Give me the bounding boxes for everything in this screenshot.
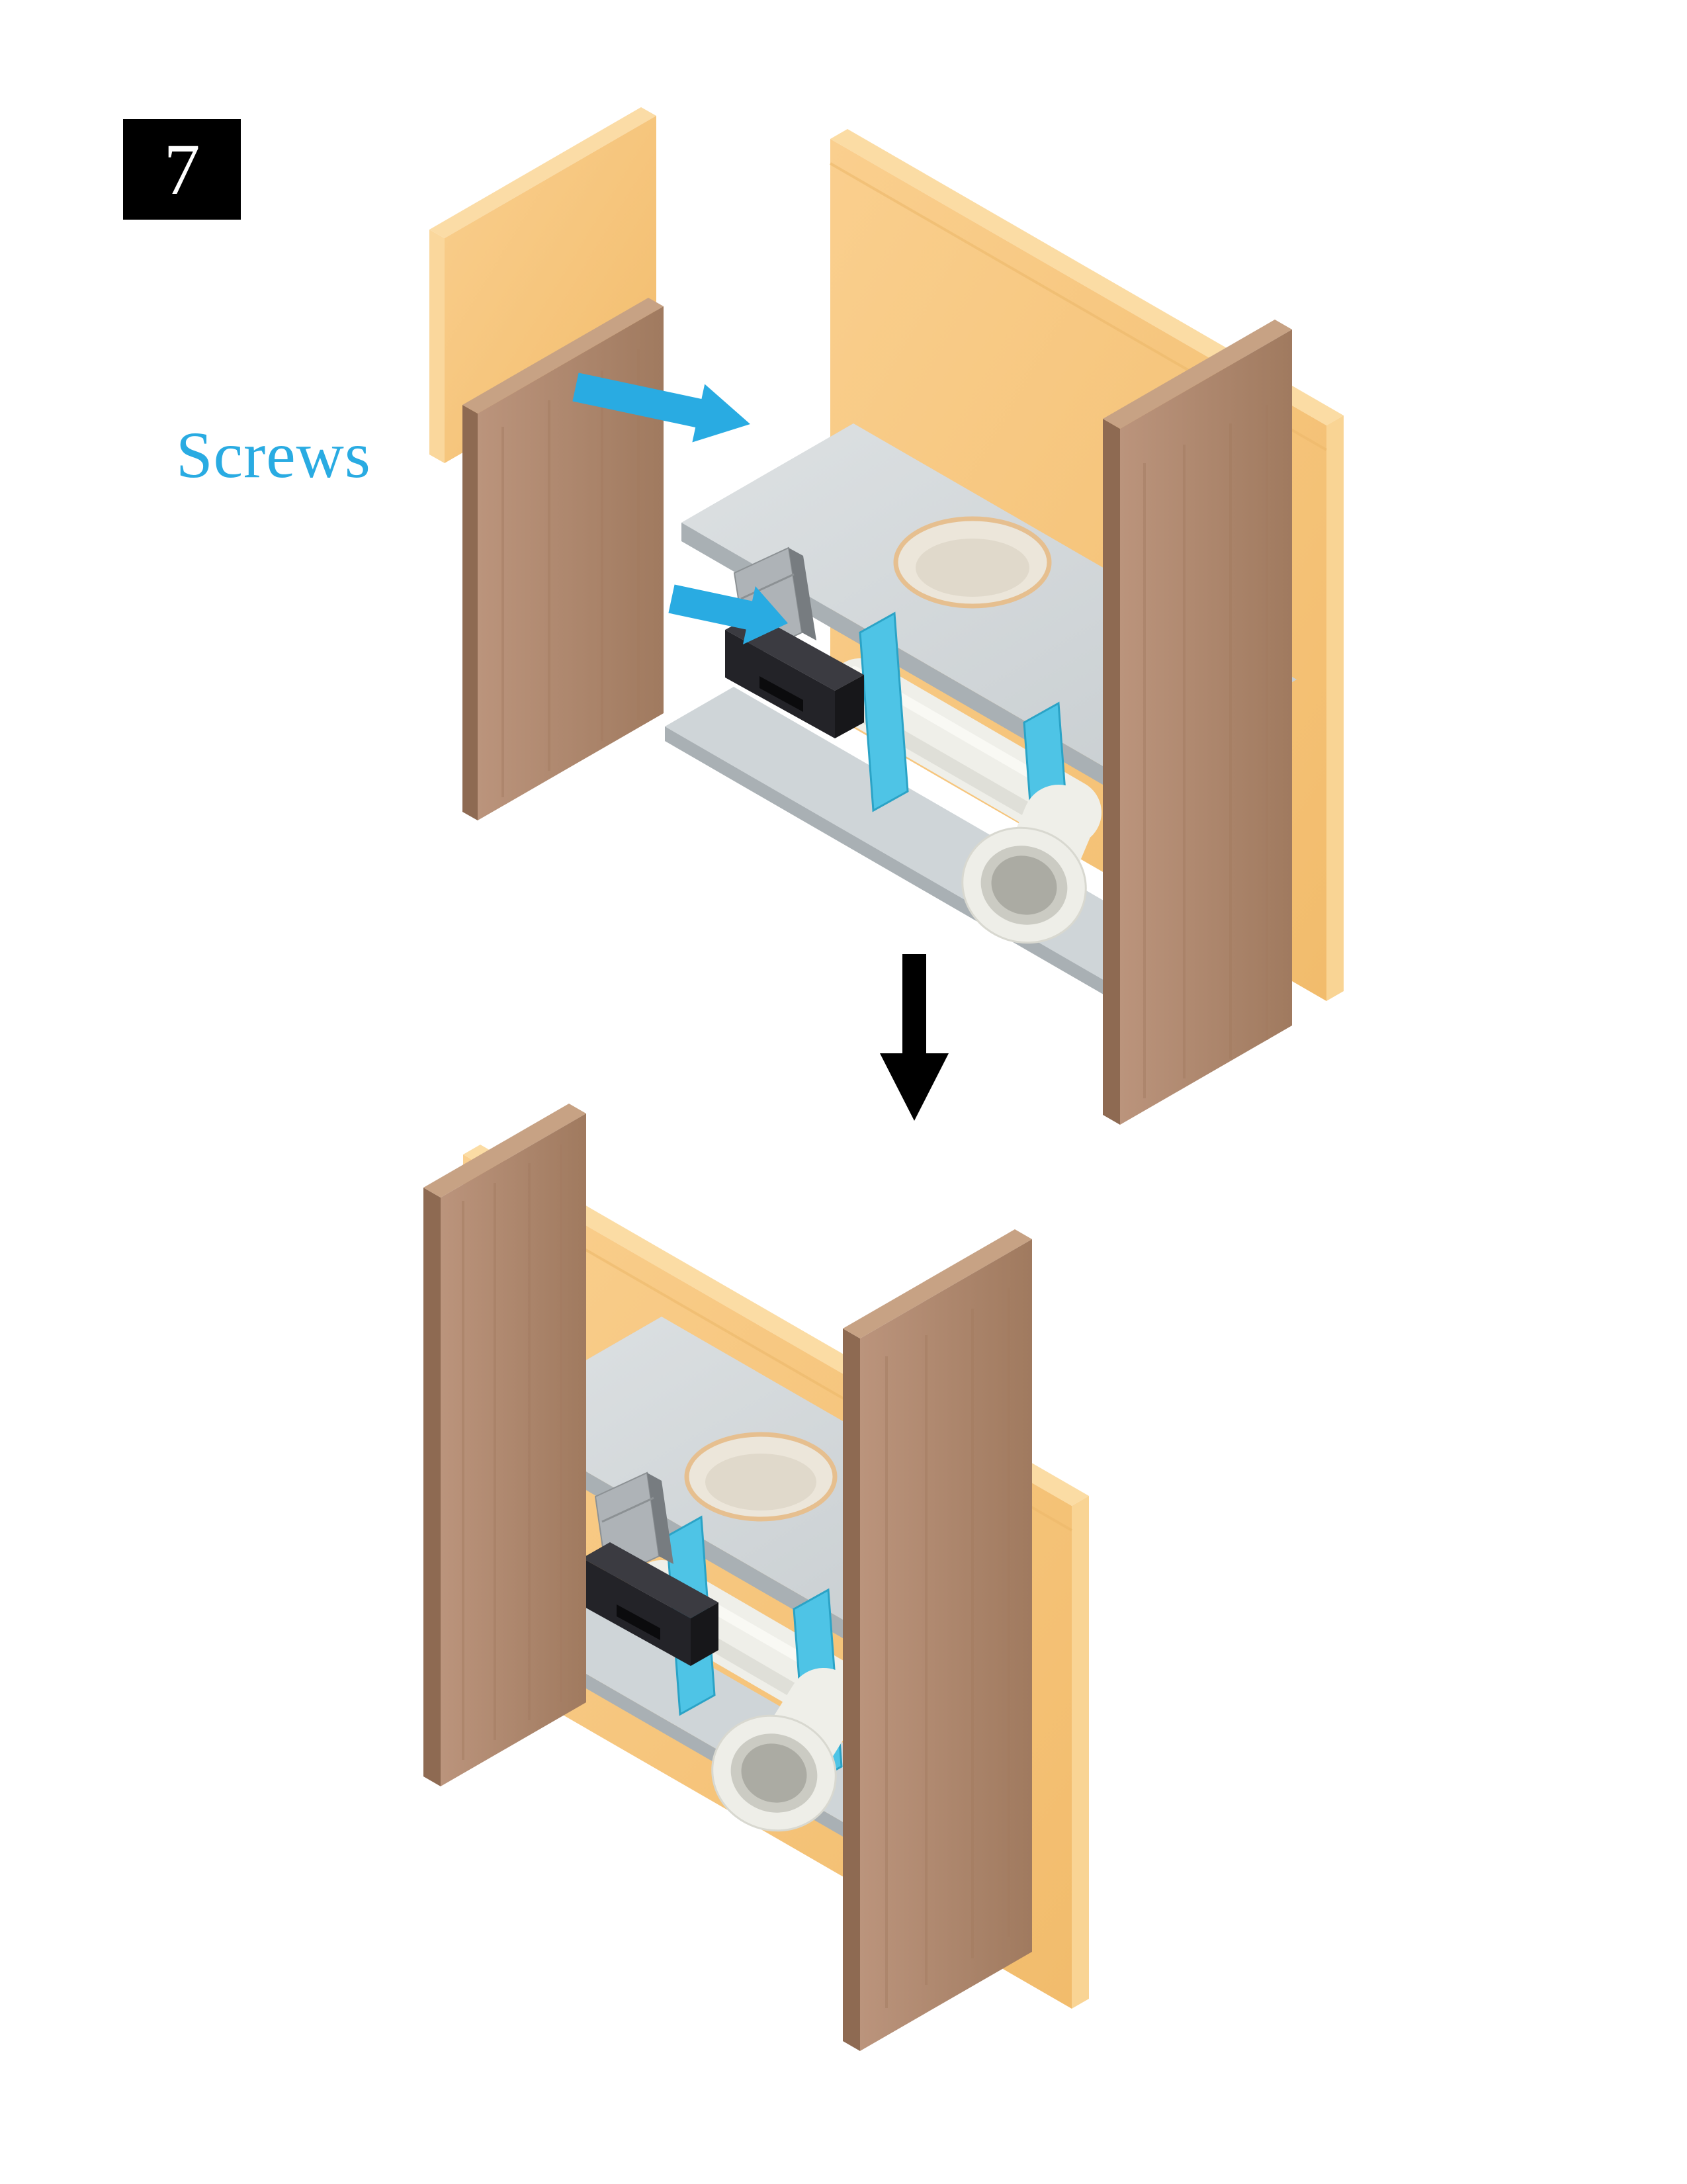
wood-grain [1143, 405, 1268, 1098]
pipe-end-deep [991, 855, 1057, 915]
assembly-direction-arrow-icon [880, 954, 949, 1121]
bracket-clip-side [789, 548, 816, 640]
pipe-strap-icon [859, 611, 909, 812]
exploded-view [429, 107, 1344, 1125]
wood-grain [885, 1288, 1010, 2008]
side-panel-left-face [441, 1114, 586, 1786]
screws-label: Screws [176, 418, 371, 492]
side-panel-right [1103, 320, 1292, 1125]
lower-board-top [483, 1575, 955, 1847]
screw-arrow-icon [668, 584, 788, 644]
side-panel-left [423, 1104, 586, 1786]
wood-grain [462, 1145, 562, 1760]
step-number: 7 [163, 129, 200, 210]
side-panel-right-front-edge [843, 1329, 860, 2051]
back-panel-top-edge [830, 129, 1344, 425]
assembled-view [423, 1104, 1089, 2051]
side-panel-right-front-edge [1103, 419, 1120, 1125]
side-panel-right-top [843, 1229, 1032, 1338]
pump-bracket [582, 1471, 718, 1666]
bracket-slot [759, 676, 803, 712]
step-number-badge: 7 [123, 119, 241, 220]
side-panel-right-top [1103, 320, 1292, 429]
shelf-hole-shadow [705, 1454, 816, 1510]
loose-panel-bottom-top [462, 298, 664, 414]
side-panel-left-top [423, 1104, 586, 1198]
side-panel-right [843, 1229, 1032, 2051]
loose-panel-bottom-left-edge [462, 405, 478, 820]
bracket-clip-bend [740, 573, 795, 600]
bracket-top [582, 1542, 718, 1618]
bracket-slot [617, 1604, 660, 1640]
bracket-right [835, 675, 864, 738]
screw-arrow-icon [572, 372, 750, 443]
back-panel-right-edge [1326, 415, 1344, 1001]
back-panel-right-edge [1072, 1496, 1089, 2009]
pipe-elbow [961, 785, 1094, 944]
loose-panel-top-face [445, 116, 656, 463]
bracket-front [582, 1558, 691, 1666]
loose-panel-top-top [429, 107, 656, 238]
pipe-elbow [711, 1668, 859, 1832]
loose-panel-bottom-face [478, 306, 664, 820]
side-panel-right-face [1120, 329, 1292, 1125]
wood-grain [501, 349, 640, 797]
loose-panel-top-left-edge [429, 230, 445, 463]
bracket-clip-bend [601, 1497, 654, 1523]
shelf-hole-shadow [916, 539, 1029, 597]
side-panel-left-front-edge [423, 1188, 441, 1786]
loose-panel-bottom [462, 298, 664, 820]
pipe-end-deep [741, 1743, 807, 1803]
side-panel-right-face [860, 1239, 1032, 2051]
loose-panel-top [429, 107, 656, 463]
bracket-right [691, 1602, 718, 1666]
bracket-front [725, 630, 835, 738]
bracket-clip-side [647, 1473, 673, 1564]
